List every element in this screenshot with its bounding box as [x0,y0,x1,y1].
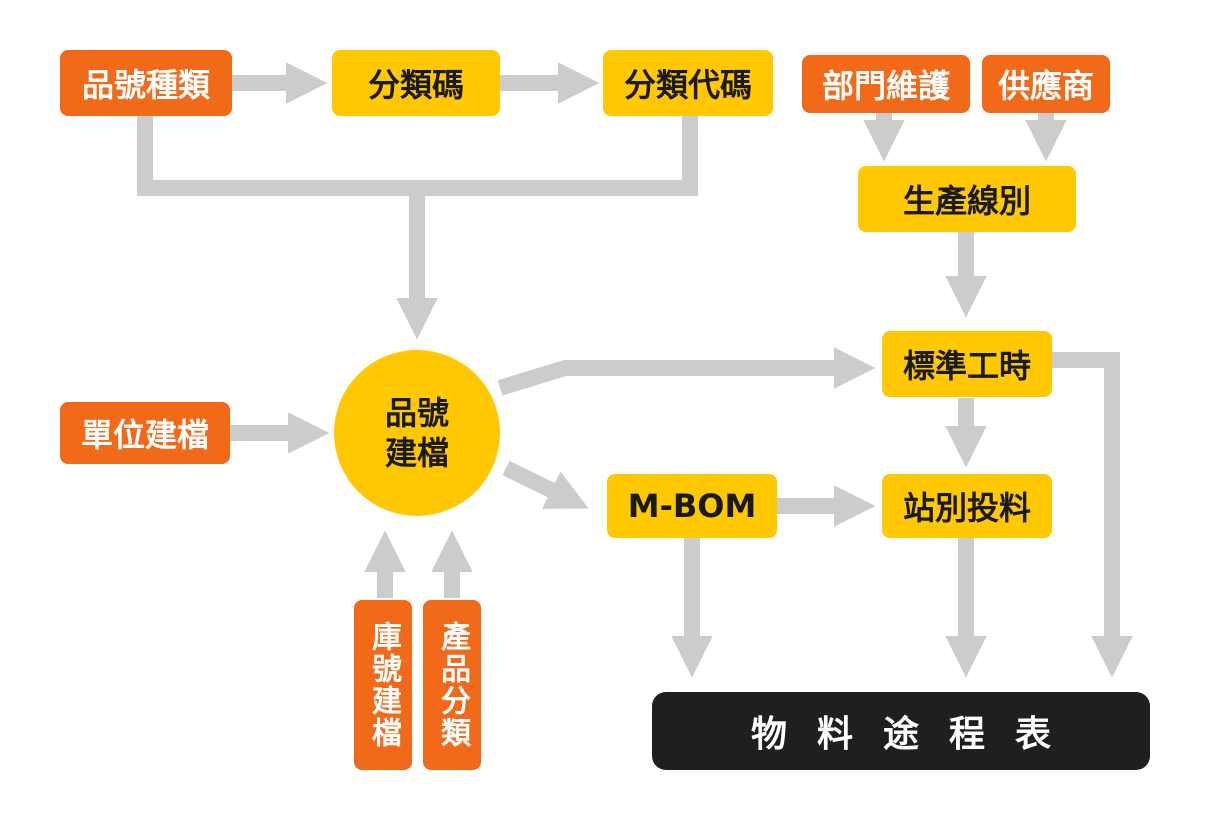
node-zhanbie-touliao: 站別投料 [882,474,1052,538]
node-danwei-jiandang: 單位建檔 [60,402,230,464]
arrow-biaozhun-to-wuliao [1052,352,1133,678]
node-pinhao-jiandang-line2: 建檔 [384,434,449,472]
node-pinhao-jiandang-line1: 品號 [384,394,449,432]
node-fenlei-ma: 分類碼 [332,50,500,116]
connector-top-merge [137,116,698,196]
node-pinhao-zhonglei: 品號種類 [60,50,232,116]
node-bumen-weihu: 部門維護 [802,55,970,113]
node-pinhao-jiandang: 品號 建檔 [334,350,500,516]
node-chanpin-fenlei: 產品分類 [423,600,481,770]
node-biaozhun-gongshi: 標準工時 [882,331,1052,397]
node-gongyingshang: 供應商 [982,55,1110,113]
node-wuliao-tuchengbiao: 物料途程表 [652,692,1150,770]
arrow-pinhao-to-biaozhun [497,347,876,396]
node-shengchan-xianbie: 生產線別 [858,166,1076,232]
node-m-bom: M-BOM [607,474,777,538]
arrow-pinhao-to-mbom [502,460,589,509]
node-fenlei-daima: 分類代碼 [603,50,773,116]
node-kuhao-jiandang: 庫號建檔 [354,600,412,770]
